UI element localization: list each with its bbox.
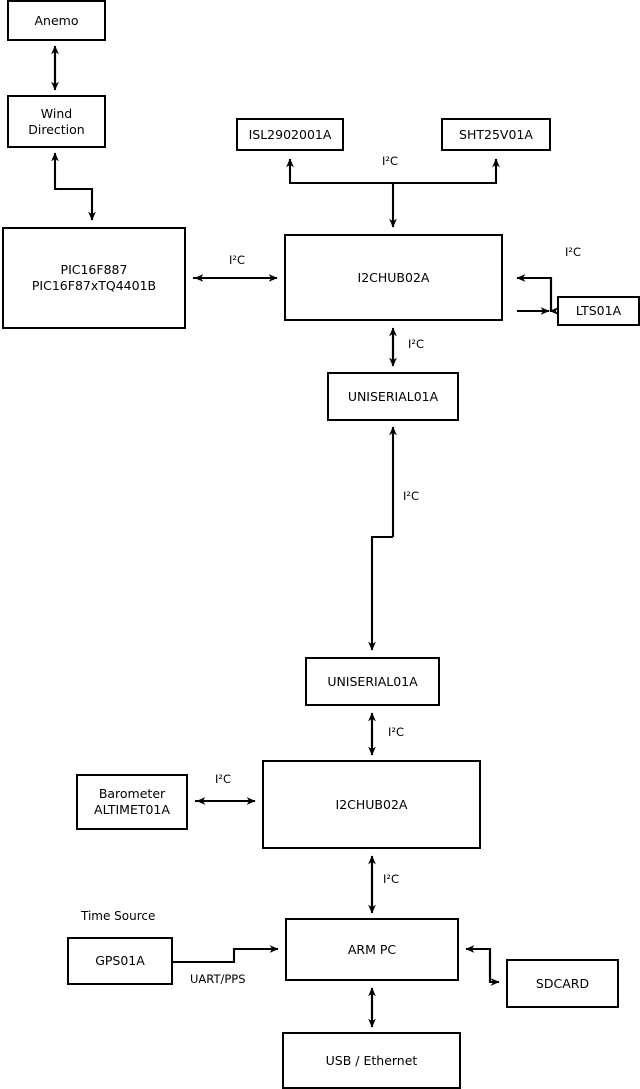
label-time-source: Time Source bbox=[81, 909, 156, 923]
label-uart-pps: UART/PPS bbox=[190, 972, 246, 986]
edge-gps-armpc bbox=[173, 945, 279, 964]
label-i2c-uniserial-to-hub2: I²C bbox=[388, 725, 405, 739]
edge-sdcard-to-arm bbox=[465, 945, 492, 982]
node-uniserial01a-upper[interactable]: UNISERIAL01A bbox=[327, 372, 459, 421]
label-i2c-sensor-bus: I²C bbox=[382, 154, 399, 168]
node-barometer-altimet01a[interactable]: Barometer ALTIMET01A bbox=[76, 774, 188, 830]
edge-hub-bus-sht bbox=[393, 158, 500, 185]
edge-arm-to-sdcard bbox=[488, 949, 500, 986]
edge-uniserial-link-down bbox=[368, 535, 393, 651]
label-i2c-pic-to-hub: I²C bbox=[229, 253, 246, 267]
node-anemo[interactable]: Anemo bbox=[7, 0, 106, 41]
label-i2c-hub-to-uniserial: I²C bbox=[408, 337, 425, 351]
edge-lts-to-hub bbox=[516, 274, 553, 311]
node-arm-pc[interactable]: ARM PC bbox=[285, 918, 459, 981]
node-i2chub02a-bottom[interactable]: I2CHUB02A bbox=[262, 760, 481, 849]
node-sdcard[interactable]: SDCARD bbox=[506, 959, 619, 1008]
node-pic-mcu[interactable]: PIC16F887 PIC16F87xTQ4401B bbox=[2, 227, 186, 329]
node-wind-direction[interactable]: Wind Direction bbox=[7, 95, 106, 148]
label-i2c-hub2-to-armpc: I²C bbox=[383, 872, 400, 886]
label-i2c-uniserial-link: I²C bbox=[403, 489, 420, 503]
node-sht25v01a[interactable]: SHT25V01A bbox=[441, 118, 551, 151]
node-lts01a[interactable]: LTS01A bbox=[557, 296, 640, 326]
node-isl2902001a[interactable]: ISL2902001A bbox=[236, 118, 344, 151]
label-i2c-barometer: I²C bbox=[215, 772, 232, 786]
node-uniserial01a-lower[interactable]: UNISERIAL01A bbox=[305, 657, 440, 706]
node-usb-ethernet[interactable]: USB / Ethernet bbox=[282, 1032, 461, 1089]
node-gps01a[interactable]: GPS01A bbox=[67, 937, 173, 985]
edge-wind-pic-down bbox=[55, 187, 96, 221]
node-i2chub02a-top[interactable]: I2CHUB02A bbox=[284, 234, 503, 321]
label-i2c-lts01a: I²C bbox=[565, 245, 582, 259]
edge-hub-to-lts bbox=[549, 278, 559, 315]
edge-hub-bus-isl bbox=[286, 158, 393, 185]
